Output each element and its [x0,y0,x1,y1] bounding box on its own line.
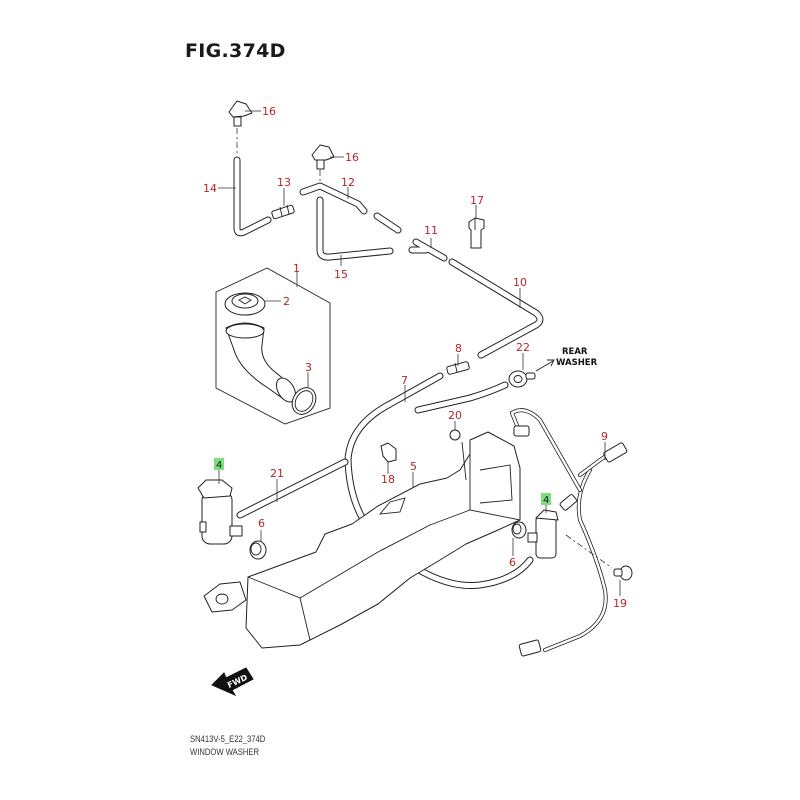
highlight-4-left [214,458,224,470]
hose-segment-mid[interactable] [414,381,509,414]
callout-labels: 16 16 14 13 12 15 1 2 3 17 11 10 8 22 7 … [203,105,627,610]
inlet-kit-1-box [215,267,331,425]
y-joint-11[interactable] [408,238,448,262]
seal-ring-3[interactable] [287,383,320,418]
callout-12: 12 [341,176,355,189]
clip-17[interactable] [468,217,485,249]
joint-8[interactable] [446,361,470,375]
wiring-harness-9[interactable] [510,408,617,652]
figure-code: SN413V-5_E22_374D [190,734,266,744]
harness-connector-pump[interactable] [559,494,578,511]
hose-10[interactable] [448,258,544,359]
nut-20[interactable] [449,429,461,441]
callout-4-left: 4 [216,460,222,471]
hose-14[interactable] [233,156,272,237]
callout-9: 9 [601,430,608,443]
callout-5: 5 [410,460,417,473]
callout-6-right: 6 [509,556,516,569]
clip-19[interactable] [613,565,633,581]
clamp-18[interactable] [380,442,397,463]
level-stick[interactable] [461,441,467,481]
callout-13: 13 [277,176,291,189]
washer-nozzle-center[interactable] [311,144,335,190]
rear-washer-label-line2: WASHER [556,358,598,368]
fwd-arrow: FWD [211,667,254,697]
callout-19: 19 [613,597,627,610]
harness-connector-bottom[interactable] [518,639,542,657]
install-line [565,534,613,569]
callout-1: 1 [293,262,300,275]
callout-20: 20 [448,409,462,422]
grommet-6-left[interactable] [249,540,267,560]
hose-segment-upper[interactable] [373,212,402,234]
rear-washer-arrow [535,359,555,372]
washer-pump-right[interactable] [527,509,559,559]
grommet-22[interactable] [508,370,536,388]
figure-title: FIG.374D [185,40,286,62]
callout-14: 14 [203,182,217,195]
figure-name: WINDOW WASHER [190,747,259,757]
callout-7: 7 [401,374,408,387]
callout-16-center: 16 [345,151,359,164]
tank-mount-bracket[interactable] [203,581,247,613]
harness-connector-top[interactable] [513,425,530,437]
hose-12[interactable] [299,182,368,215]
rear-washer-label-line1: REAR [562,347,588,357]
grommet-6-right[interactable] [511,521,527,539]
washer-nozzle-left[interactable] [228,100,253,155]
callout-4-right: 4 [543,495,549,506]
callout-15: 15 [334,268,348,281]
callout-11: 11 [424,224,438,237]
callout-22: 22 [516,341,530,354]
callout-3: 3 [305,361,312,374]
hose-21[interactable] [236,458,349,519]
callout-6-left: 6 [258,517,265,530]
callout-18: 18 [381,473,395,486]
filler-neck[interactable] [225,322,299,405]
joint-13[interactable] [271,204,295,220]
callout-16-left: 16 [262,105,276,118]
leader-lines [218,110,621,596]
washer-pump-left[interactable] [197,479,243,545]
callout-10: 10 [513,276,527,289]
callout-8: 8 [455,342,462,355]
callout-21: 21 [270,467,284,480]
reservoir-cap-2[interactable] [224,292,266,316]
highlight-4-right [541,493,551,505]
harness-connector-right[interactable] [603,442,628,463]
callout-17: 17 [470,194,484,207]
hose-15[interactable] [316,196,394,261]
washer-tank-5[interactable] [245,431,521,649]
callout-2: 2 [283,295,290,308]
